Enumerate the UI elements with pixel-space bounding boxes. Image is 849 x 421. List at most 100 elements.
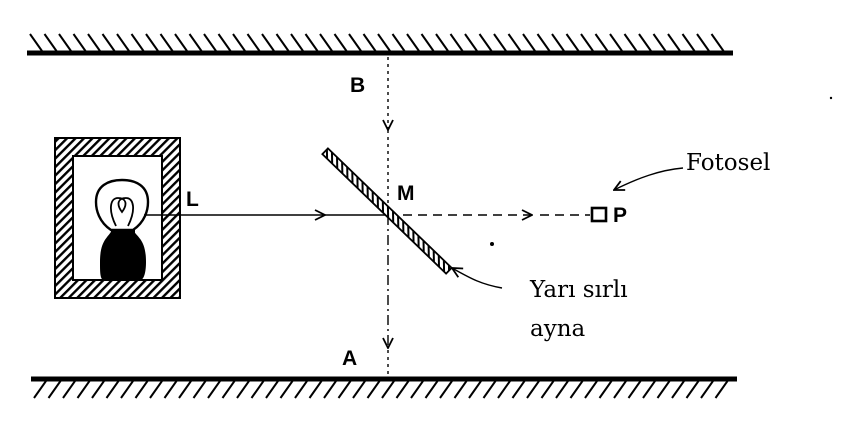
hatch-tick	[188, 33, 203, 52]
hatch-tick	[627, 380, 642, 399]
hatch-tick	[526, 380, 540, 399]
hatch-tick	[163, 380, 178, 399]
hatch-tick	[232, 33, 246, 52]
hatch-tick	[192, 380, 207, 399]
hatch-tick	[203, 33, 217, 52]
hatch-tick	[551, 33, 565, 52]
hatch-tick	[671, 380, 685, 399]
fotosel-pointer	[614, 167, 684, 190]
hatch-tick	[101, 33, 116, 52]
stray-dot	[829, 96, 833, 100]
top-mirror	[27, 33, 733, 56]
hatch-tick	[207, 380, 221, 399]
hatch-tick	[569, 380, 584, 399]
hatch-tick	[58, 33, 72, 52]
hatch-tick	[29, 33, 43, 52]
photocell	[590, 206, 608, 223]
hatch-tick	[333, 33, 348, 52]
hatch-tick	[420, 33, 435, 52]
hatch-tick	[134, 380, 149, 399]
hatch-tick	[594, 33, 609, 52]
bottom-mirror	[31, 376, 737, 399]
hatch-tick	[710, 33, 725, 52]
hatch-tick	[584, 380, 598, 399]
hatch-tick	[410, 380, 424, 399]
hatch-tick	[304, 33, 319, 52]
half-silvered-mirror	[321, 147, 453, 275]
hatch-tick	[391, 33, 406, 52]
hatch-tick	[116, 33, 130, 52]
hatch-tick	[323, 380, 337, 399]
fotosel-label: Fotosel	[686, 150, 770, 176]
hatch-tick	[91, 380, 105, 399]
hatch-tick	[33, 380, 47, 399]
hatch-tick	[667, 33, 681, 52]
hatch-tick	[580, 33, 594, 52]
hatch-tick	[522, 33, 536, 52]
hatch-tick	[221, 380, 236, 399]
hatch-tick	[348, 33, 362, 52]
hatch-tick	[449, 33, 464, 52]
hatch-tick	[696, 33, 710, 52]
hatch-tick	[623, 33, 638, 52]
hatch-tick	[76, 380, 91, 399]
hatch-tick	[319, 33, 333, 52]
hatch-tick	[381, 380, 395, 399]
hatch-tick	[536, 33, 551, 52]
hatch-tick	[609, 33, 623, 52]
half-mirror-label-line1: Yarı sırlı	[529, 277, 628, 303]
hatch-tick	[439, 380, 453, 399]
hatch-tick	[308, 380, 323, 399]
lamp-housing	[54, 137, 181, 299]
hatch-tick	[87, 33, 101, 52]
hatch-tick	[174, 33, 188, 52]
hatch-tick	[638, 33, 652, 52]
hatch-tick	[453, 380, 468, 399]
hatch-tick	[700, 380, 714, 399]
hatch-tick	[507, 33, 522, 52]
hatch-tick	[246, 33, 261, 52]
hatch-tick	[159, 33, 174, 52]
hatch-tick	[511, 380, 526, 399]
label-B: B	[350, 74, 365, 97]
half-mirror-label-line2: ayna	[530, 316, 586, 342]
stray-dot	[490, 242, 494, 246]
hatch-tick	[261, 33, 275, 52]
hatch-tick	[290, 33, 304, 52]
hatch-tick	[145, 33, 159, 52]
hatch-tick	[540, 380, 555, 399]
label-M: M	[397, 182, 415, 205]
hatch-tick	[714, 380, 729, 399]
hatch-tick	[352, 380, 366, 399]
hatch-tick	[377, 33, 391, 52]
bulb-icon	[94, 178, 150, 280]
hatch-tick	[47, 380, 62, 399]
mirror-pointer	[452, 268, 503, 289]
hatch-tick	[217, 33, 232, 52]
hatch-tick	[62, 380, 76, 399]
hatch-tick	[236, 380, 250, 399]
hatch-tick	[279, 380, 294, 399]
hatch-tick	[43, 33, 58, 52]
hatch-tick	[424, 380, 439, 399]
hatch-tick	[250, 380, 265, 399]
hatch-tick	[337, 380, 352, 399]
hatch-tick	[652, 33, 667, 52]
hatch-tick	[497, 380, 511, 399]
hatch-tick	[395, 380, 410, 399]
hatch-tick	[265, 380, 279, 399]
hatch-tick	[366, 380, 381, 399]
hatch-tick	[656, 380, 671, 399]
hatch-tick	[149, 380, 163, 399]
hatch-tick	[642, 380, 656, 399]
hatch-tick	[178, 380, 192, 399]
hatch-tick	[565, 33, 580, 52]
label-A: A	[342, 347, 357, 370]
hatch-tick	[555, 380, 569, 399]
hatch-tick	[275, 33, 290, 52]
hatch-tick	[478, 33, 493, 52]
hatch-tick	[685, 380, 700, 399]
hatch-tick	[435, 33, 449, 52]
hatch-tick	[105, 380, 120, 399]
